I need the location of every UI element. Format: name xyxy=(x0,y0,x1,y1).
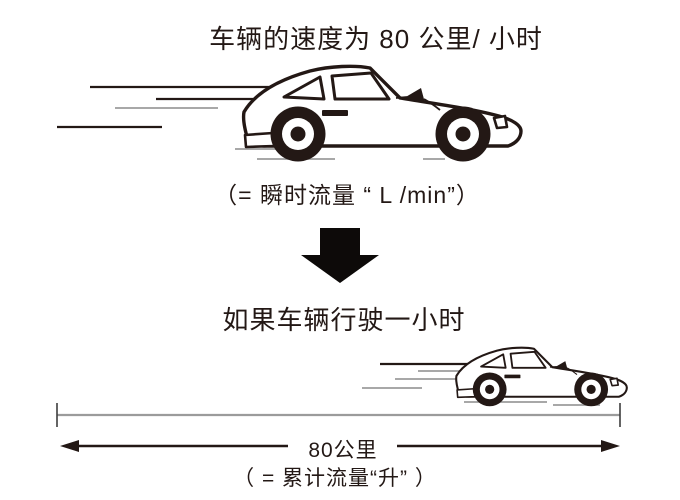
instantaneous-flow-caption: （= 瞬时流量 “ L /min”） xyxy=(214,182,480,208)
sports-car-small-illustration xyxy=(362,346,628,408)
down-arrow-icon xyxy=(301,228,379,283)
distance-double-arrow xyxy=(60,440,620,452)
one-hour-title: 如果车辆行驶一小时 xyxy=(222,305,466,335)
distance-ruler-line xyxy=(56,403,621,427)
distance-value-label: 80公里 xyxy=(308,439,378,462)
speed-title: 车辆的速度为 80 公里/ 小时 xyxy=(209,24,543,54)
sports-car-icon xyxy=(241,64,523,164)
sports-car-large-illustration xyxy=(57,64,523,164)
cumulative-flow-caption: （ = 累计流量“升” ） xyxy=(233,467,437,490)
